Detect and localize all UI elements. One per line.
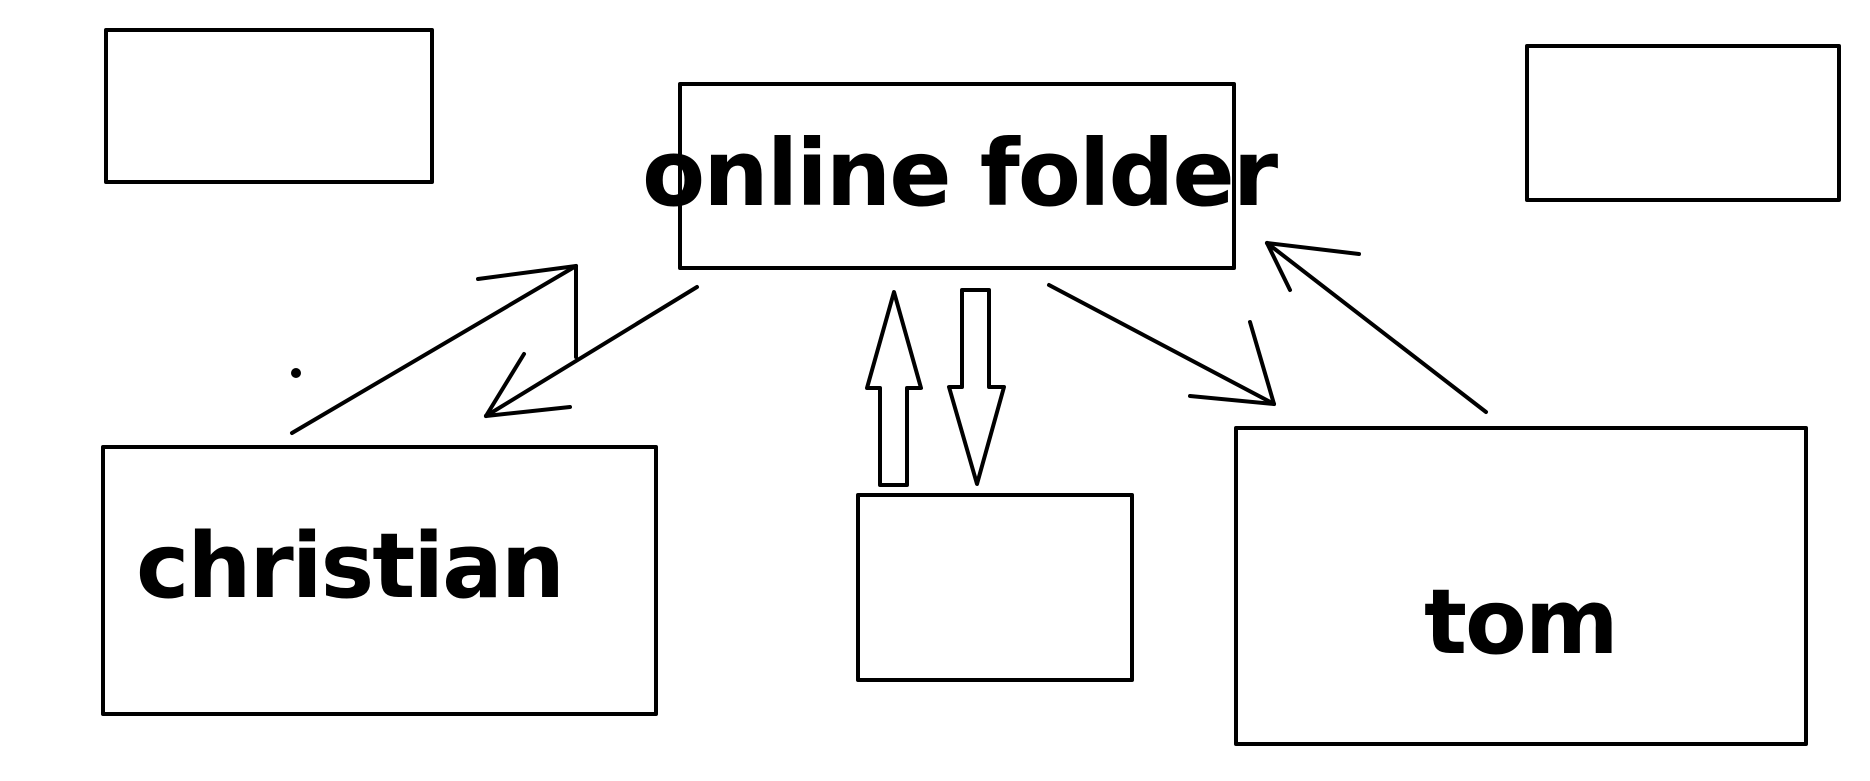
christian-label: christian <box>136 514 565 619</box>
arrow-christian-to-online-folder <box>290 264 578 435</box>
block-arrow-down <box>947 288 1006 486</box>
arrow-online-folder-to-tom <box>1047 283 1276 406</box>
online-folder-box <box>678 82 1236 270</box>
empty-box-top-right <box>1525 44 1841 202</box>
online-folder-label: online folder <box>642 120 1278 227</box>
tom-label: tom <box>1424 570 1619 675</box>
arrow-tom-to-online-folder <box>1265 241 1488 414</box>
empty-box-top-left <box>104 28 434 184</box>
arrow-online-folder-to-christian <box>484 285 699 418</box>
block-arrow-up <box>865 290 923 487</box>
christian-box <box>101 445 658 716</box>
tom-box <box>1234 426 1808 746</box>
dot-mark <box>291 368 301 378</box>
empty-box-bottom-middle <box>856 493 1134 682</box>
